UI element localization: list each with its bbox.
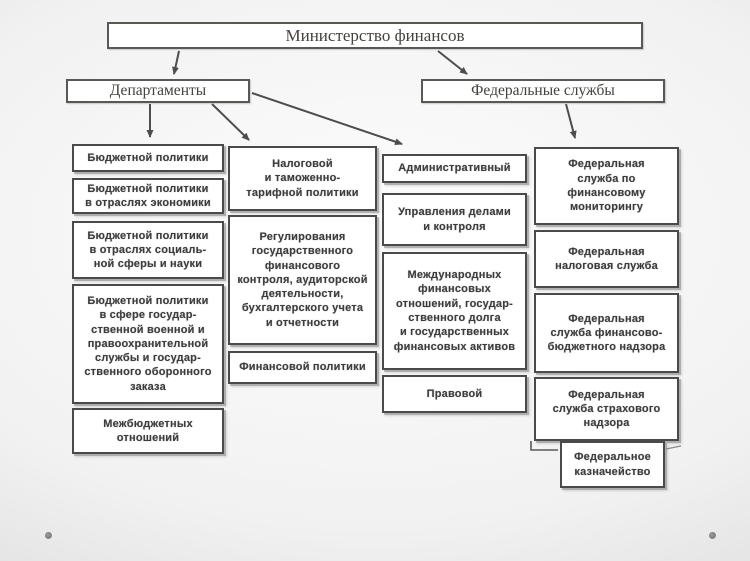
arrow-departments-to-col2	[211, 103, 250, 141]
dept-budget-policy-social-box: Бюджетной политики в отраслях социаль- н…	[72, 221, 224, 279]
dept-interbudget-relations-box: Межбюджетных отношений	[72, 408, 224, 454]
arrow-ministry-to-federal-services	[437, 50, 468, 75]
connector-treasury-dash	[665, 445, 682, 450]
dept-budget-policy-military-box: Бюджетной политики в сфере государ- стве…	[72, 284, 224, 404]
dept-tax-customs-policy-box: Налоговой и таможенно- тарифной политики	[228, 146, 377, 211]
dept-legal-box: Правовой	[382, 375, 527, 413]
slide-deco-dot-right	[709, 532, 716, 539]
dept-financial-policy-box: Финансовой политики	[228, 351, 377, 384]
dept-budget-policy-economy-box: Бюджетной политики в отраслях экономики	[72, 178, 224, 214]
federal-treasury-box: Федеральное казначейство	[560, 441, 665, 488]
service-federal-tax-box: Федеральная налоговая служба	[534, 230, 679, 288]
arrow-federal-services-to-col4	[565, 103, 577, 139]
ministry-of-finance-box: Министерство финансов	[107, 22, 643, 49]
service-fiscal-supervision-box: Федеральная служба финансово- бюджетного…	[534, 293, 679, 373]
arrow-departments-to-col3	[251, 92, 403, 146]
dept-international-finance-box: Международных финансовых отношений, госу…	[382, 252, 527, 370]
departments-box: Департаменты	[66, 79, 250, 103]
dept-financial-control-regulation-box: Регулирования государственного финансово…	[228, 215, 377, 345]
dept-budget-policy-box: Бюджетной политики	[72, 144, 224, 172]
dept-affairs-control-box: Управления делами и контроля	[382, 193, 527, 246]
connector-treasury	[530, 441, 558, 451]
service-insurance-supervision-box: Федеральная служба страхового надзора	[534, 377, 679, 441]
service-financial-monitoring-box: Федеральная служба по финансовому монито…	[534, 147, 679, 225]
slide-deco-dot-left	[45, 532, 52, 539]
federal-services-box: Федеральные службы	[421, 79, 665, 103]
arrow-ministry-to-departments	[172, 50, 180, 75]
dept-administrative-box: Административный	[382, 154, 527, 183]
